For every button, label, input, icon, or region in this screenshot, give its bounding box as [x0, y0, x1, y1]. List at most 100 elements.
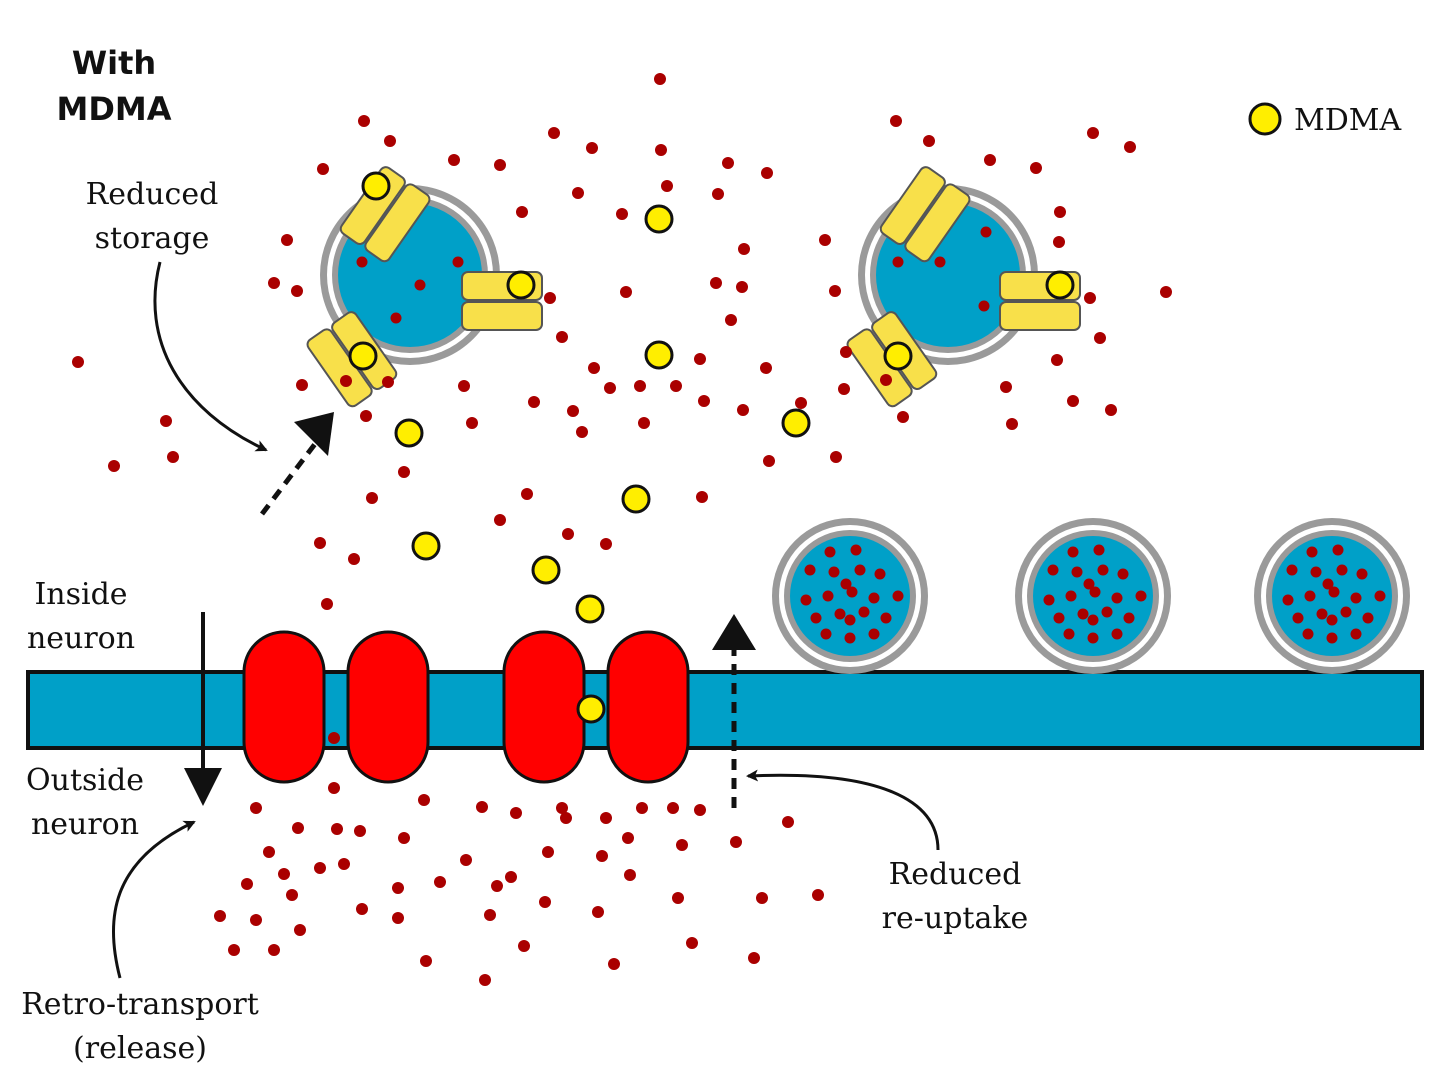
serotonin-dot-icon [1054, 206, 1066, 218]
serotonin-dot-icon [328, 732, 340, 744]
serotonin-dot-icon [452, 256, 464, 268]
serotonin-dot-icon [1286, 564, 1298, 576]
serotonin-dot-icon [510, 807, 522, 819]
serotonin-dot-icon [712, 188, 724, 200]
cell-membrane [26, 670, 1424, 750]
serotonin-dot-icon [600, 538, 612, 550]
serotonin-dot-icon [1101, 606, 1113, 618]
serotonin-dot-icon [838, 383, 850, 395]
serotonin-dot-icon [281, 234, 293, 246]
serotonin-dot-icon [1047, 564, 1059, 576]
serotonin-dot-icon [1310, 566, 1322, 578]
serotonin-dot-icon [672, 892, 684, 904]
intact-vesicles [772, 518, 1410, 674]
serotonin-dot-icon [880, 374, 892, 386]
serotonin-dot-icon [812, 889, 824, 901]
serotonin-dot-icon [923, 135, 935, 147]
legend-label: MDMA [1294, 103, 1401, 138]
serotonin-dot-icon [1065, 590, 1077, 602]
serotonin-dot-icon [291, 285, 303, 297]
serotonin-dot-icon [167, 451, 179, 463]
intact-vesicle-2 [1015, 518, 1171, 674]
serotonin-dot-icon [761, 167, 773, 179]
serotonin-dot-icon [828, 566, 840, 578]
serotonin-dot-icon [516, 206, 528, 218]
serotonin-dot-icon [544, 292, 556, 304]
serotonin-dot-icon [556, 331, 568, 343]
serotonin-dot-icon [466, 417, 478, 429]
serotonin-dot-icon [737, 404, 749, 416]
serotonin-dot-icon [1322, 578, 1334, 590]
serotonin-dot-icon [748, 952, 760, 964]
serotonin-dot-icon [763, 455, 775, 467]
serotonin-dot-icon [868, 592, 880, 604]
serotonin-dot-icon [108, 460, 120, 472]
mdma-molecule-icon [575, 594, 605, 624]
serotonin-dot-icon [600, 812, 612, 824]
serotonin-dot-icon [491, 880, 503, 892]
serotonin-dot-icon [390, 312, 402, 324]
reduced-storage-label-2: storage [95, 221, 210, 256]
serotonin-dot-icon [880, 612, 892, 624]
serotonin-dot-icon [696, 491, 708, 503]
serotonin-dot-icon [840, 346, 852, 358]
serotonin-dot-icon [844, 632, 856, 644]
serotonin-dot-icon [676, 839, 688, 851]
serotonin-dot-icon [890, 115, 902, 127]
mdma-molecule-icon [531, 555, 561, 585]
serotonin-dot-icon [654, 73, 666, 85]
serotonin-dot-icon [844, 614, 856, 626]
serotonin-dot-icon [392, 882, 404, 894]
serotonin-dot-icon [620, 286, 632, 298]
serotonin-dot-icon [1043, 594, 1055, 606]
serotonin-dot-icon [1087, 614, 1099, 626]
outside-neuron-label-2: neuron [31, 807, 139, 842]
serotonin-dot-icon [460, 854, 472, 866]
serotonin-dot-icon [634, 380, 646, 392]
serotonin-dot-icon [479, 974, 491, 986]
serotonin-dot-icon [250, 914, 262, 926]
serotonin-dot-icon [874, 568, 886, 580]
serotonin-dot-icon [292, 822, 304, 834]
serotonin-dot-icon [824, 546, 836, 558]
serotonin-dot-icon [572, 187, 584, 199]
vmat-vesicle-2 [846, 166, 1081, 408]
mdma-molecule-icon [361, 171, 391, 201]
serotonin-dot-icon [348, 553, 360, 565]
transporter-left [242, 630, 430, 784]
serotonin-dot-icon [846, 586, 858, 598]
mdma-molecule-icon [883, 341, 913, 371]
reduced-storage-label-1: Reduced [86, 177, 219, 212]
serotonin-dot-icon [1006, 418, 1018, 430]
serotonin-dot-icon [1292, 612, 1304, 624]
serotonin-dot-icon [1111, 592, 1123, 604]
serotonin-dot-icon [398, 832, 410, 844]
serotonin-dot-icon [1332, 544, 1344, 556]
retro-transport-callout-arrow [111, 820, 196, 979]
serotonin-dot-icon [840, 578, 852, 590]
serotonin-dot-icon [738, 243, 750, 255]
serotonin-dot-icon [576, 426, 588, 438]
serotonin-dot-icon [829, 285, 841, 297]
serotonin-dot-icon [1071, 566, 1083, 578]
intact-vesicle-1 [772, 518, 928, 674]
serotonin-dot-icon [1350, 592, 1362, 604]
serotonin-dot-icon [1093, 544, 1105, 556]
serotonin-dot-icon [1084, 292, 1096, 304]
title-line2: MDMA [56, 90, 171, 128]
mdma-molecule-icon [1045, 270, 1075, 300]
mdma-molecules [394, 204, 811, 724]
serotonin-molecules [72, 73, 1172, 986]
serotonin-dot-icon [1000, 381, 1012, 393]
serotonin-dot-icon [338, 858, 350, 870]
serotonin-dot-icon [588, 362, 600, 374]
serotonin-dot-icon [616, 208, 628, 220]
serotonin-dot-icon [528, 396, 540, 408]
transporter-right [502, 630, 690, 784]
serotonin-dot-icon [586, 142, 598, 154]
serotonin-dot-icon [897, 411, 909, 423]
serotonin-dot-icon [686, 937, 698, 949]
serotonin-dot-icon [562, 528, 574, 540]
serotonin-dot-icon [1340, 606, 1352, 618]
serotonin-dot-icon [72, 356, 84, 368]
